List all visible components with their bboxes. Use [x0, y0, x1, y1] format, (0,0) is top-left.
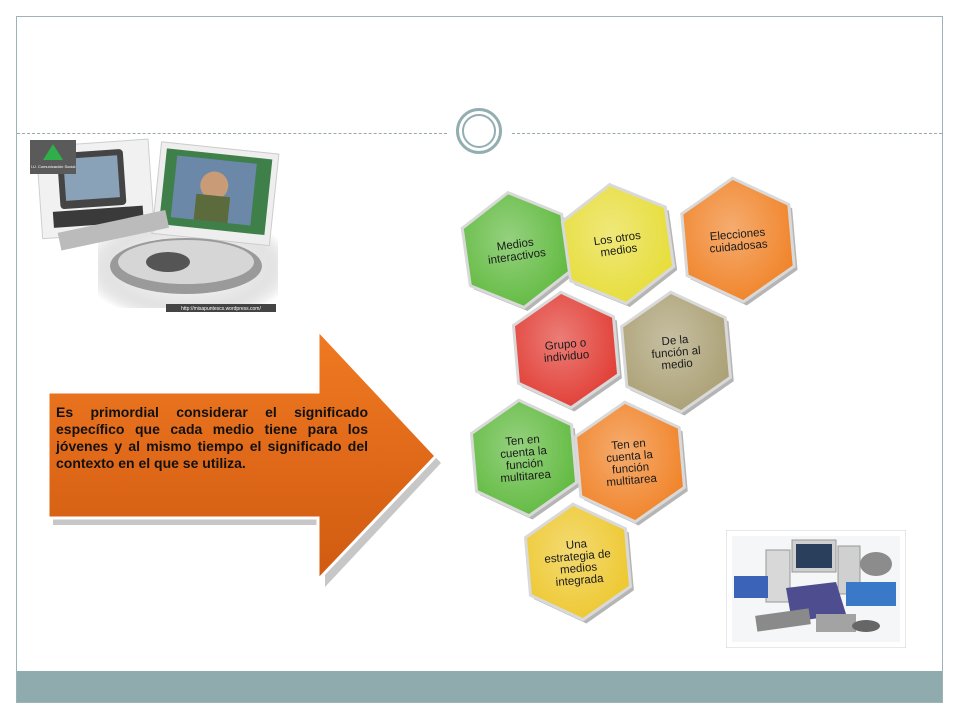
hexagon-label-line: multitarea	[500, 469, 552, 485]
ring-ornament	[456, 108, 502, 154]
hexagon-label-line: Ten en	[505, 434, 540, 449]
devices-image	[726, 530, 906, 648]
hexagon-label-line: De la	[661, 334, 689, 348]
hexagon-label-line: función	[612, 461, 650, 476]
hexagon-label-line: estrategia de	[544, 548, 611, 566]
hexagon-label-line: cuenta la	[606, 449, 654, 465]
hexagon-shape	[511, 290, 621, 410]
footer-bar	[17, 671, 942, 702]
arrow-text: Es primordial considerar el significado …	[56, 404, 368, 471]
hexagon-shape	[560, 182, 676, 306]
hexagon-shape	[460, 190, 572, 310]
hexagon-label-line: Grupo o	[544, 337, 586, 353]
hexagon-label-line: medios	[560, 561, 598, 576]
media-collage-image: I.U. Comunicación Social http://misapunt…	[30, 138, 280, 312]
hexagon-label-line: función	[506, 457, 544, 472]
hexagon-label-line: Medios	[496, 236, 535, 253]
hexagon-shape	[469, 398, 579, 518]
logo-text: I.U. Comunicación Social	[31, 164, 76, 169]
header-divider-left	[17, 133, 447, 134]
arrow-callout	[46, 326, 441, 587]
hexagon-shape	[523, 502, 633, 622]
hexagon-label-line: individuo	[543, 349, 589, 365]
hexagon-label-line: Una	[565, 538, 588, 552]
hexagon-label-line: multitarea	[606, 473, 658, 489]
hexagon-label-line: cuidadosas	[709, 238, 768, 255]
hexagon-label-line: Elecciones	[709, 227, 766, 244]
hexagon-label-line: Ten en	[611, 438, 646, 453]
hexagon-label-line: integrada	[555, 573, 604, 589]
image-caption: http://misapuntescs.wordpress.com/	[181, 306, 261, 312]
hexagon-shape	[574, 400, 686, 524]
hexagon-label-line: medios	[600, 242, 639, 259]
header-divider-right	[512, 133, 942, 134]
hexagon-label-line: cuenta la	[500, 445, 548, 461]
hexagon-label-line: función al	[651, 345, 701, 361]
hexagon-label-line: medio	[661, 358, 693, 373]
hexagon-shape	[620, 290, 732, 414]
hexagon-shape	[680, 176, 796, 304]
